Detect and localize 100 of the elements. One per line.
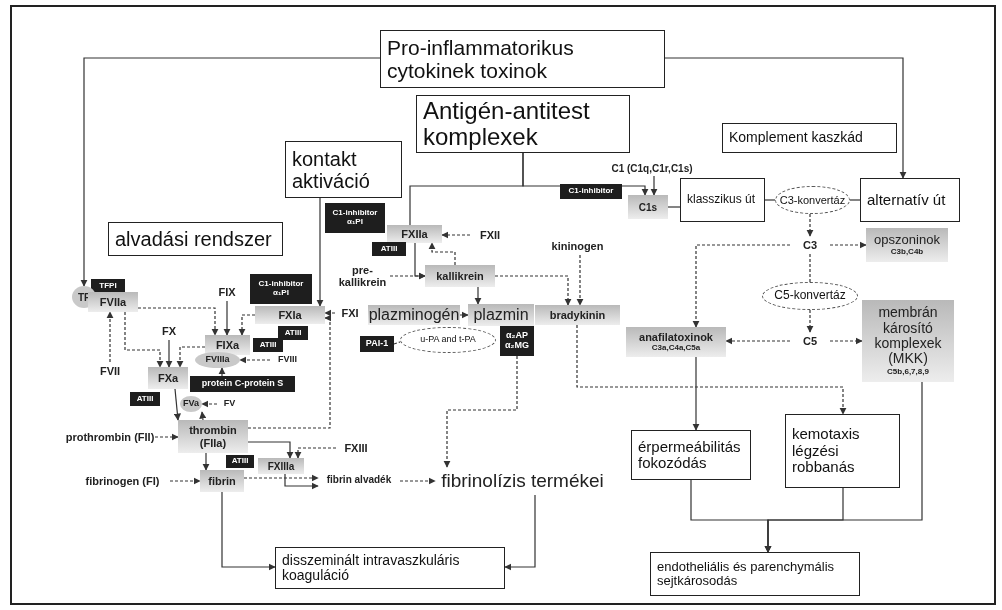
factor-box [258, 458, 304, 474]
arrow [474, 286, 482, 305]
node-label: érpermeábilitás fokozódás [638, 438, 742, 472]
node-label: opszoninok [874, 232, 940, 248]
arrow [154, 433, 179, 441]
inhibitor-box [278, 326, 308, 340]
node-label: C1s [638, 201, 658, 213]
node-label: TFPI [99, 281, 117, 291]
node-label: Pro-inflammatorikus cytokinek toxinok [387, 35, 575, 83]
node-label: plazmin [473, 306, 529, 324]
arrow [247, 441, 294, 459]
factor-box [205, 335, 250, 355]
node-label: FXIIIa [267, 460, 295, 472]
node-label: alvadási rendszer [115, 228, 272, 250]
arrow [664, 57, 907, 179]
factor-box [255, 306, 325, 324]
arrow [829, 241, 867, 249]
factor-label: FVII [90, 362, 130, 380]
factor-box [200, 470, 244, 492]
arrow [829, 337, 863, 345]
arrow [650, 175, 658, 196]
node-label: ATIII [231, 457, 249, 466]
node-label: ATIII [380, 244, 398, 254]
arrow [201, 400, 218, 408]
arrow [806, 309, 814, 333]
arrow [221, 491, 276, 571]
node-label: thrombin (FIIa) [188, 424, 238, 449]
node-label: FXIIa [401, 227, 428, 241]
node-label: disszeminált intravaszkuláris koaguláció [282, 552, 461, 584]
factor-label: FIX [208, 283, 246, 301]
arrow [238, 314, 256, 336]
arrow [106, 311, 114, 363]
node-label: FVIIa [99, 295, 127, 309]
node-label: u-PA and t-PA [420, 335, 476, 345]
factor-label: C5 [790, 332, 830, 350]
factor-box [425, 265, 495, 287]
factor-label: fibrin alvadék [318, 471, 400, 487]
arrow [576, 324, 847, 415]
factor-label: FXI [335, 304, 365, 322]
inhibitor-box [372, 242, 406, 256]
arrow [199, 411, 207, 421]
inhibitor-box [360, 336, 394, 352]
connector-line [809, 253, 811, 283]
inhibitor-box [250, 274, 312, 304]
inhibitor-box [226, 455, 254, 468]
factor-label: FV [217, 396, 242, 412]
process-box [380, 30, 665, 88]
node-label: endotheliális és parenchymális sejtkárosodás [657, 559, 836, 589]
arrow [243, 474, 319, 482]
node-sublabel: C5b,6,7,8,9 [887, 367, 929, 377]
connector-line [393, 341, 401, 345]
process-box [785, 414, 900, 488]
node-label: ATIII [284, 328, 302, 338]
arrow [389, 272, 426, 280]
factor-label: FX [152, 322, 186, 340]
factor-box [535, 305, 620, 325]
arrow [80, 57, 381, 287]
node-label: C1-inhibitor α₁PI [257, 280, 305, 298]
inhibitor-box [190, 376, 295, 392]
process-box [860, 178, 960, 222]
node-label: Komplement kaszkád [729, 130, 863, 146]
factor-box [178, 420, 248, 453]
arrow [202, 452, 210, 471]
node-label: fibrin [208, 474, 236, 488]
arrow [316, 197, 324, 307]
arrow [399, 477, 436, 485]
arrow [294, 447, 337, 459]
arrow [692, 244, 791, 328]
factor-box [862, 300, 954, 382]
factor-box [148, 367, 188, 389]
arrow [459, 311, 469, 319]
connector-line [409, 152, 524, 226]
node-sublabel: C3a,C4a,C5a [651, 344, 701, 353]
factor-box [626, 327, 726, 357]
node-label: protein C-protein S [201, 379, 284, 389]
node-label: PAI-1 [365, 339, 389, 349]
node-label: kontakt aktiváció [292, 147, 371, 192]
inhibitor-box [130, 392, 160, 406]
arrow [725, 337, 791, 345]
factor-label: C1 (C1q,C1r,C1s) [596, 160, 708, 176]
process-box [650, 552, 860, 596]
factor-box [387, 225, 442, 243]
process-box [108, 222, 283, 256]
factor-box [88, 292, 138, 312]
arrow [176, 346, 206, 368]
arrow [692, 356, 700, 431]
node-label: ATIII [136, 394, 154, 404]
arrow [223, 300, 231, 336]
arrow [218, 367, 226, 377]
factor-label: FXII [470, 227, 510, 243]
node-label: alternatív út [867, 191, 946, 209]
arrow [494, 275, 572, 306]
factor-label: fibrinogen (FI) [75, 472, 170, 490]
node-label: α₂AP α₂MG [504, 331, 530, 351]
factor-label: kininogen [540, 237, 615, 255]
arrow [324, 309, 336, 317]
arrow [284, 473, 319, 490]
arrow [428, 242, 456, 266]
factor-label: C3 [790, 236, 830, 254]
inhibitor-box [253, 338, 283, 352]
